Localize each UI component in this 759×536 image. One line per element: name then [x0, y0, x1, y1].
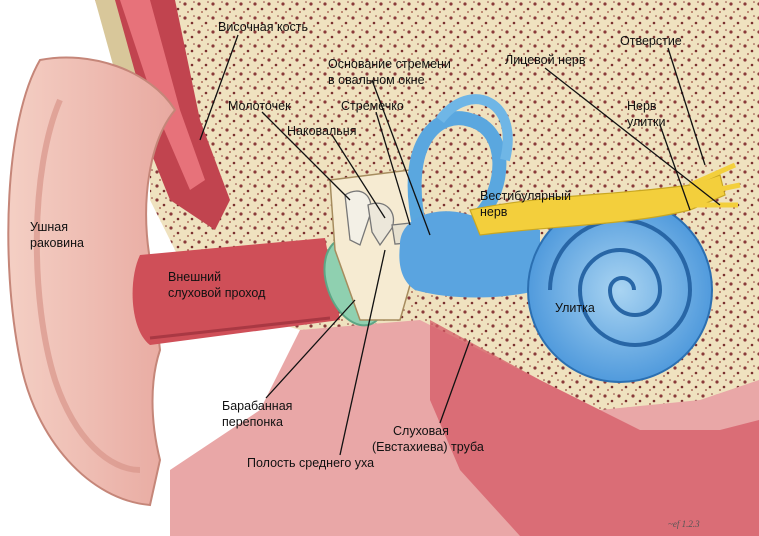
- label-auricle-line2: раковина: [30, 236, 84, 250]
- label-auricle-line1: Ушная: [30, 220, 68, 234]
- leader-lines: [199, 34, 721, 456]
- label-cochlea: Улитка: [555, 301, 595, 315]
- label-malleus: Молоточек: [228, 99, 291, 113]
- malleus-shape: [344, 190, 372, 246]
- label-ear-canal-line2: слуховой проход: [168, 286, 266, 300]
- label-eustachian-line2: (Евстахиева) труба: [372, 440, 484, 454]
- label-group: Височная кость Основание стремени в овал…: [30, 20, 700, 529]
- label-vestibular-nerve-line1: Вестибулярный: [480, 189, 571, 203]
- label-cochlear-nerve-line2: улитки: [627, 115, 665, 129]
- label-stapes: Стремечко: [341, 99, 404, 113]
- label-eustachian-line1: Слуховая: [393, 424, 449, 438]
- label-temporal-bone: Височная кость: [218, 20, 308, 34]
- vestibulocochlear-nerve: [469, 174, 726, 236]
- label-vestibular-nerve-line2: нерв: [480, 205, 508, 219]
- label-stapes-base-line1: Основание стремени: [328, 57, 451, 71]
- label-stapes-base-line2: в овальном окне: [328, 73, 425, 87]
- semicircular-canals: [407, 111, 507, 232]
- label-cochlear-nerve-line1: Нерв: [627, 99, 657, 113]
- label-middle-ear: Полость среднего уха: [247, 456, 374, 470]
- artist-signature: ~ef 1.2.3: [668, 519, 700, 529]
- label-eardrum-line2: перепонка: [222, 415, 283, 429]
- label-opening: Отверстие: [620, 34, 682, 48]
- ear-canal-shape: [132, 238, 340, 345]
- label-facial-nerve: Лицевой нерв: [505, 53, 586, 67]
- label-eardrum-line1: Барабанная: [222, 399, 292, 413]
- auricle-shape: [7, 56, 177, 507]
- label-ear-canal-line1: Внешний: [168, 270, 221, 284]
- label-incus: Наковальня: [287, 124, 356, 138]
- vestibule-shape: [399, 211, 540, 298]
